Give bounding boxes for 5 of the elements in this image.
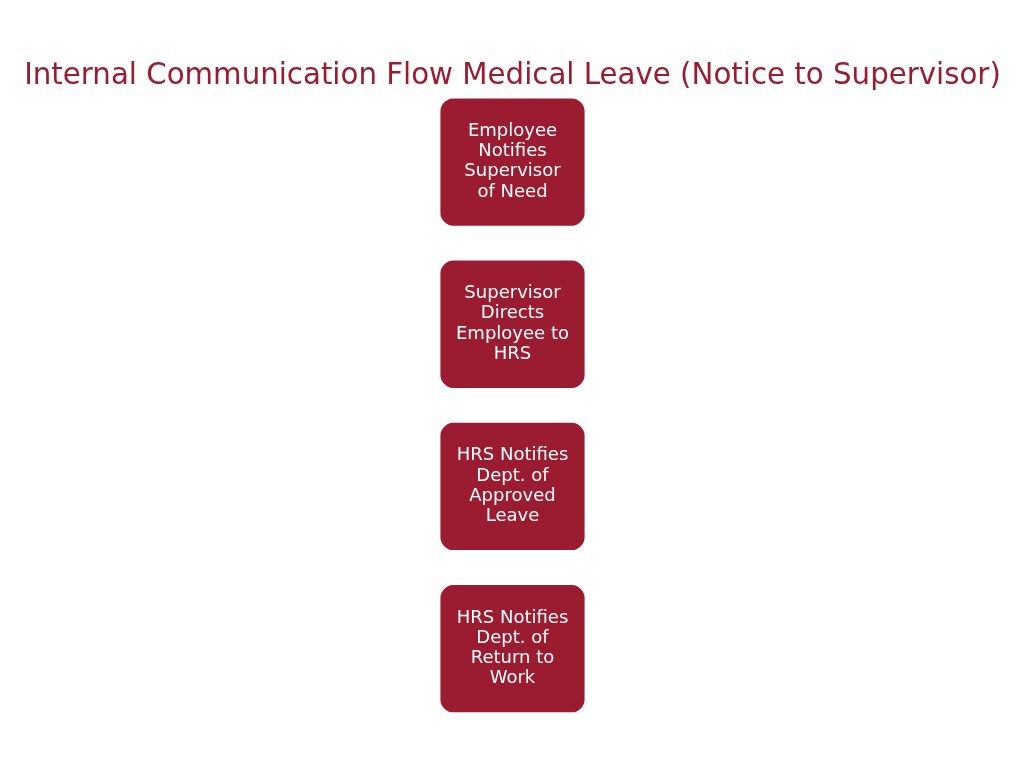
node-box: HRS Notifies Dept. of Return to Work xyxy=(437,582,587,715)
node-box: Employee Notifies Supervisor of Need xyxy=(437,95,587,228)
node-box: HRS Notifies Dept. of Approved Leave xyxy=(437,420,587,552)
node-box: Supervisor Directs Employee to HRS xyxy=(437,257,587,390)
diagram-title: Internal Communication Flow Medical Leave (Notice to Supervisor) xyxy=(23,56,1001,91)
